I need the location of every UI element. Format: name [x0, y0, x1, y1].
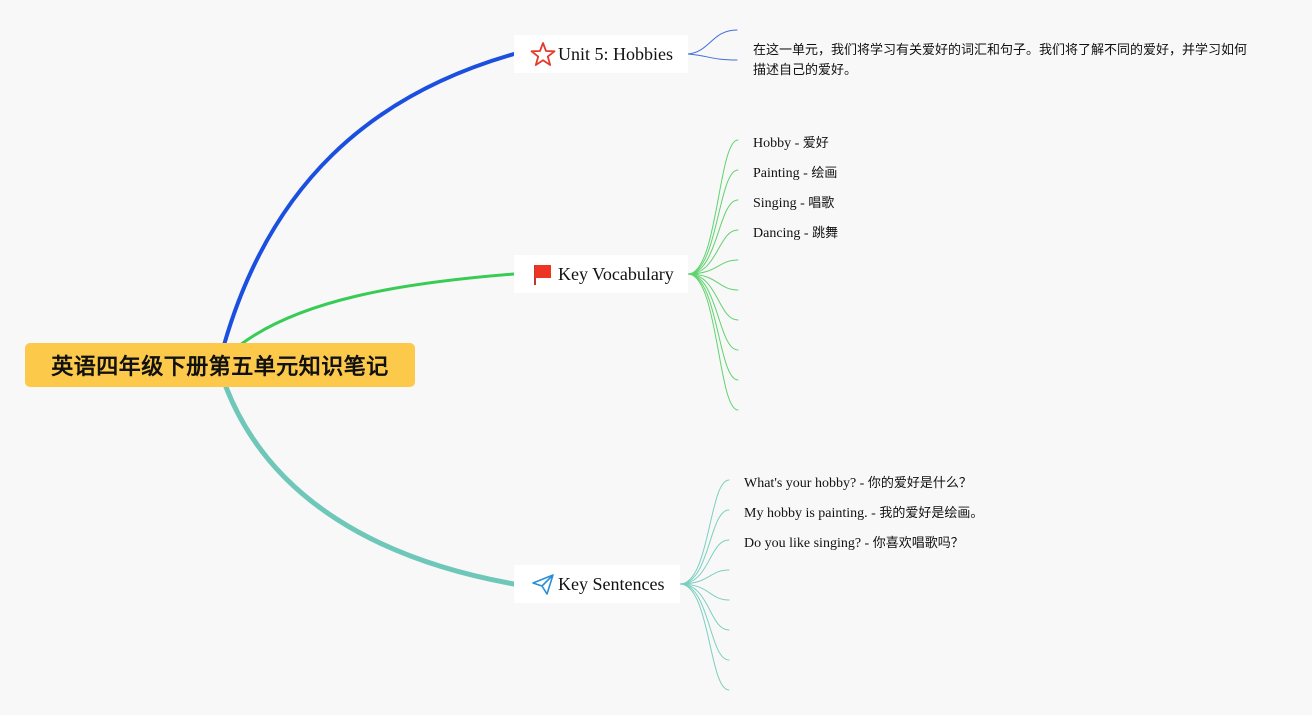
leaf-line-sentences — [679, 569, 730, 585]
vocab-item-cn: 跳舞 — [812, 226, 839, 241]
sentence-item-en: What's your hobby? - — [744, 476, 868, 491]
branch-line-vocab — [238, 272, 516, 347]
leaf-line-vocab — [687, 273, 739, 411]
branch-line-sentences — [223, 384, 517, 587]
leaf-line-vocab — [687, 273, 739, 351]
leaf-line-vocab — [687, 229, 739, 275]
branch-sentences-label: Key Sentences — [558, 573, 665, 594]
sentence-item-cn: 你的爱好是什么？ — [867, 476, 972, 491]
leaf-line-vocab — [687, 199, 739, 275]
branch-key-vocabulary[interactable]: Key Vocabulary — [514, 255, 688, 293]
leaf-line-vocab — [687, 273, 739, 321]
unit-description[interactable]: 在这一单元，我们将学习有关爱好的词汇和句子。我们将了解不同的爱好，并学习如何描述… — [753, 43, 1248, 78]
vocab-item-en: Dancing - — [753, 226, 813, 241]
root-topic-label: 英语四年级下册第五单元知识笔记 — [51, 355, 389, 380]
leaf-line-sentences — [679, 479, 730, 585]
vocab-item-cn: 爱好 — [802, 136, 829, 151]
branch-line-unit — [222, 52, 516, 347]
vocab-item-cn: 绘画 — [811, 166, 838, 181]
vocab-item-cn: 唱歌 — [808, 196, 835, 211]
branch-unit-hobbies[interactable]: Unit 5: Hobbies — [514, 35, 688, 73]
sentence-item-cn: 你喜欢唱歌吗？ — [872, 536, 964, 551]
branch-unit-label: Unit 5: Hobbies — [558, 43, 673, 64]
sentence-item[interactable]: My hobby is painting. - 我的爱好是绘画。 — [744, 502, 983, 522]
leaf-line-vocab — [687, 273, 739, 291]
vocab-item-en: Hobby - — [753, 136, 803, 151]
red-flag-icon — [530, 261, 556, 287]
leaf-line-vocab — [687, 169, 739, 275]
leaf-line-vocab — [687, 259, 739, 275]
sentence-item[interactable]: Do you like singing? - 你喜欢唱歌吗？ — [744, 532, 964, 552]
sentence-item-en: Do you like singing? - — [744, 536, 873, 551]
vocab-item[interactable]: Singing - 唱歌 — [753, 192, 834, 212]
vocab-item[interactable]: Painting - 绘画 — [753, 162, 837, 182]
star-icon — [530, 41, 556, 67]
leaf-line-unit — [687, 53, 738, 61]
leaf-line-vocab — [687, 139, 739, 275]
sentence-item-en: My hobby is painting. - — [744, 506, 880, 521]
vocab-item-en: Singing - — [753, 196, 809, 211]
root-topic[interactable]: 英语四年级下册第五单元知识笔记 — [25, 343, 415, 387]
sentence-item-cn: 我的爱好是绘画。 — [879, 506, 984, 521]
leaf-line-unit — [687, 29, 738, 55]
sentence-item[interactable]: What's your hobby? - 你的爱好是什么？ — [744, 472, 972, 492]
vocab-item-en: Painting - — [753, 166, 812, 181]
leaf-line-sentences — [679, 539, 730, 585]
vocab-item[interactable]: Dancing - 跳舞 — [753, 222, 838, 242]
main-branch-lines — [222, 52, 517, 587]
leaf-line-sentences — [679, 509, 730, 585]
vocab-item[interactable]: Hobby - 爱好 — [753, 132, 829, 152]
leaf-line-sentences — [679, 583, 730, 601]
branch-key-sentences[interactable]: Key Sentences — [514, 565, 680, 603]
leaf-line-sentences — [679, 583, 730, 631]
paper-plane-icon — [530, 571, 556, 597]
leaf-connector-lines — [679, 29, 739, 691]
leaf-line-sentences — [679, 583, 730, 661]
leaf-line-sentences — [679, 583, 730, 691]
branch-vocab-label: Key Vocabulary — [558, 263, 674, 284]
